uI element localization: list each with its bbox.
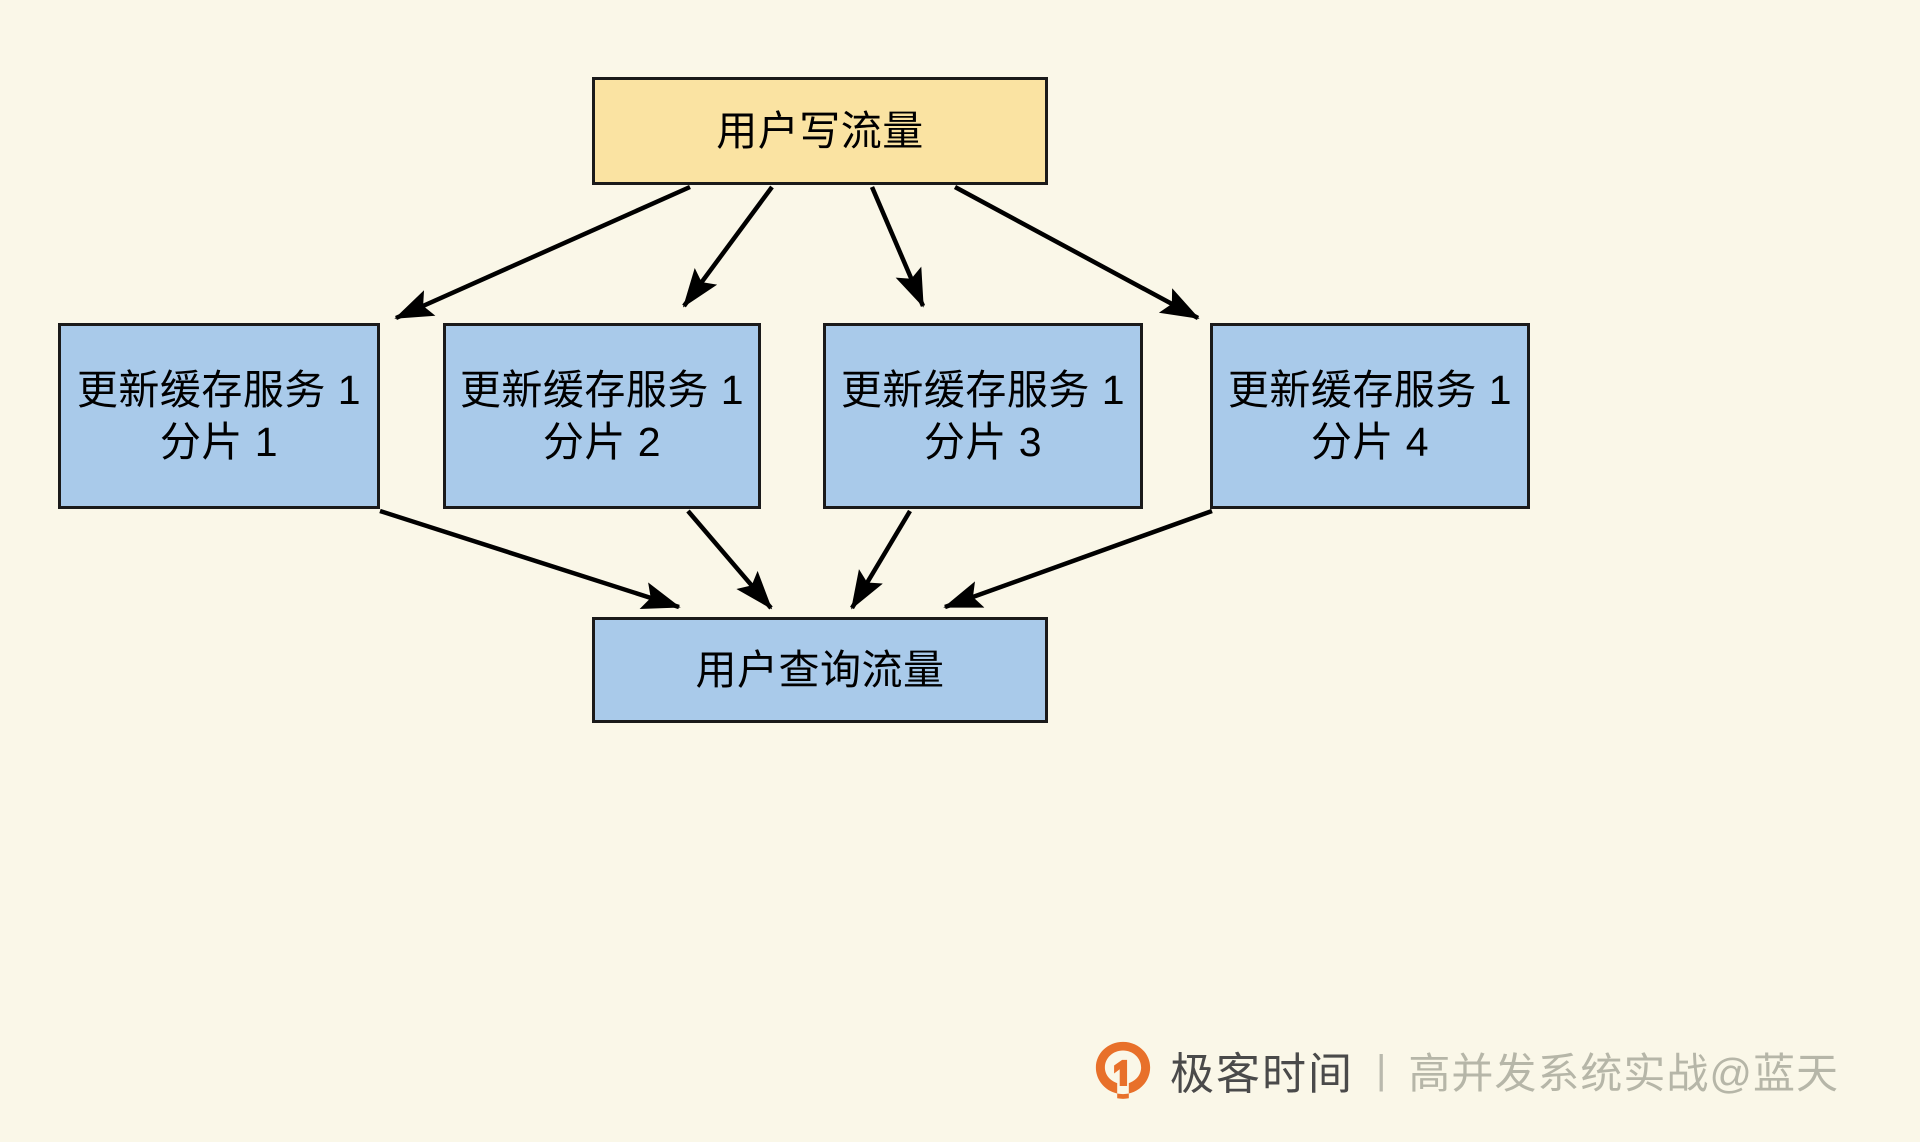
watermark: 极客时间 | 高并发系统实战@蓝天 [1092,1022,1839,1118]
geekbang-logo-icon [1095,1041,1151,1099]
watermark-course: 高并发系统实战@蓝天 [1408,1049,1840,1097]
node-label-line: 更新缓存服务 1 [1227,366,1513,413]
node-label-line: 分片 4 [1310,419,1430,465]
node-user-query-traffic[interactable]: 用户查询流量 [592,617,1048,723]
node-label-line: 用户写流量 [716,107,924,154]
watermark-separator: | [1376,1047,1387,1092]
node-label-line: 用户查询流量 [695,646,945,693]
node-label-line: 分片 1 [159,419,279,465]
edge-write-to-shard-3 [953,185,1200,320]
node-label-line: 更新缓存服务 1 [76,366,362,413]
edge-shard-3-to-query [943,508,1213,610]
node-update-cache-service-shard-4[interactable]: 更新缓存服务 1 分片 4 [1210,323,1530,509]
edge-shard-1-to-query [686,509,773,610]
node-user-write-traffic[interactable]: 用户写流量 [592,77,1048,185]
edge-shard-2-to-query [850,509,912,610]
node-label-line: 分片 3 [923,419,1043,465]
node-update-cache-service-shard-1[interactable]: 更新缓存服务 1 分片 1 [58,323,380,509]
edge-write-to-shard-0 [394,184,691,321]
node-label-line: 更新缓存服务 1 [840,366,1126,413]
node-label-line: 分片 2 [542,419,662,465]
edge-write-to-shard-1 [682,185,774,308]
node-update-cache-service-shard-3[interactable]: 更新缓存服务 1 分片 3 [823,323,1143,509]
node-update-cache-service-shard-2[interactable]: 更新缓存服务 1 分片 2 [443,323,761,509]
watermark-brand: 极客时间 [1170,1050,1354,1099]
edge-shard-0-to-query [379,508,681,610]
node-label-line: 更新缓存服务 1 [459,366,745,413]
edge-write-to-shard-2 [869,186,926,308]
